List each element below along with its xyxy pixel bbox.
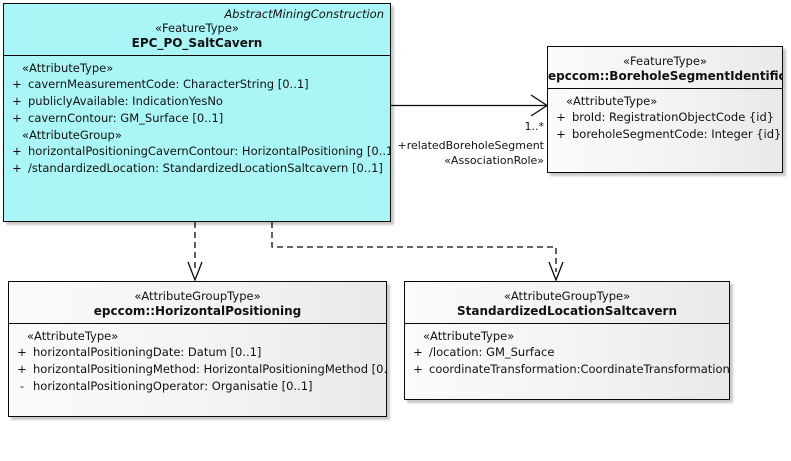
attribute-visibility: + bbox=[12, 94, 22, 108]
class-header-borehole-segment-identification: «FeatureType» epccom::BoreholeSegmentIde… bbox=[548, 47, 782, 88]
attribute-text: horizontalPositioningCavernContour: Hori… bbox=[28, 144, 391, 158]
attribute-text: horizontalPositioningMethod: HorizontalP… bbox=[33, 362, 387, 376]
class-box-epc-po-saltcavern[interactable]: AbstractMiningConstruction «FeatureType»… bbox=[3, 3, 391, 222]
attribute-visibility: + bbox=[12, 111, 22, 125]
attributes-compartment: «AttributeType» + /location: GM_Surface … bbox=[405, 324, 729, 382]
class-divider bbox=[405, 323, 729, 324]
attribute-visibility: + bbox=[413, 345, 423, 359]
attribute-visibility: - bbox=[19, 379, 25, 393]
class-name: StandardizedLocationSaltcavern bbox=[456, 304, 677, 318]
class-header-epc-po-saltcavern: «FeatureType» EPC_PO_SaltCavern bbox=[4, 21, 390, 55]
attribute-text: cavernContour: GM_Surface [0..1] bbox=[28, 111, 224, 125]
class-divider bbox=[9, 323, 386, 324]
class-divider bbox=[4, 55, 390, 56]
attribute-visibility: + bbox=[413, 362, 423, 376]
attribute-row[interactable]: + cavernMeasurementCode: CharacterString… bbox=[6, 76, 388, 93]
association-stereotype-label: «AssociationRole» bbox=[444, 154, 544, 167]
attribute-text: boreholeSegmentCode: Integer {id} bbox=[572, 127, 782, 141]
attributes-compartment: «AttributeType» + cavernMeasurementCode:… bbox=[4, 56, 390, 181]
attribute-row[interactable]: + coordinateTransformation:CoordinateTra… bbox=[407, 361, 730, 378]
class-stereotype: «FeatureType» bbox=[623, 54, 707, 68]
attribute-text: coordinateTransformation:CoordinateTrans… bbox=[429, 362, 730, 376]
class-stereotype: «AttributeGroupType» bbox=[503, 289, 631, 303]
attribute-text: broId: RegistrationObjectCode {id} bbox=[572, 110, 775, 124]
attribute-row[interactable]: + publiclyAvailable: IndicationYesNo bbox=[6, 93, 388, 110]
attribute-row[interactable]: - horizontalPositioningOperator: Organis… bbox=[11, 378, 384, 395]
attribute-visibility: + bbox=[12, 161, 22, 175]
attribute-text: /location: GM_Surface bbox=[429, 345, 555, 359]
attribute-row[interactable]: + broId: RegistrationObjectCode {id} bbox=[550, 109, 780, 126]
class-box-standardized-location-saltcavern[interactable]: «AttributeGroupType» StandardizedLocatio… bbox=[404, 281, 730, 400]
attribute-group-label: «AttributeType» bbox=[423, 329, 515, 343]
attribute-visibility: + bbox=[12, 144, 22, 158]
class-name: epccom::HorizontalPositioning bbox=[93, 304, 302, 318]
attribute-visibility: + bbox=[556, 110, 566, 124]
class-box-horizontal-positioning[interactable]: «AttributeGroupType» epccom::HorizontalP… bbox=[8, 281, 387, 417]
attribute-visibility: + bbox=[17, 345, 27, 359]
attribute-row[interactable]: + horizontalPositioningMethod: Horizonta… bbox=[11, 361, 387, 378]
attribute-group-label: «AttributeType» bbox=[27, 329, 119, 343]
attribute-visibility: + bbox=[556, 127, 566, 141]
class-package-label: AbstractMiningConstruction bbox=[224, 7, 384, 21]
attribute-group-label: «AttributeType» bbox=[566, 94, 658, 108]
attribute-visibility: + bbox=[12, 77, 22, 91]
attribute-text: horizontalPositioningDate: Datum [0..1] bbox=[33, 345, 262, 359]
attribute-text: publiclyAvailable: IndicationYesNo bbox=[28, 94, 223, 108]
association-role-label: +relatedBoreholeSegment bbox=[397, 139, 544, 152]
attribute-row[interactable]: + /location: GM_Surface bbox=[407, 344, 727, 361]
attribute-text: cavernMeasurementCode: CharacterString [… bbox=[28, 77, 309, 91]
attribute-row[interactable]: + cavernContour: GM_Surface [0..1] bbox=[6, 110, 388, 127]
attributes-compartment: «AttributeType» + broId: RegistrationObj… bbox=[548, 89, 782, 147]
attribute-visibility: + bbox=[17, 362, 27, 376]
attribute-row[interactable]: + horizontalPositioningCavernContour: Ho… bbox=[6, 143, 391, 160]
attribute-group-label: «AttributeType» bbox=[22, 61, 114, 75]
class-header-horizontal-positioning: «AttributeGroupType» epccom::HorizontalP… bbox=[9, 282, 386, 323]
attribute-row[interactable]: + boreholeSegmentCode: Integer {id} bbox=[550, 126, 782, 143]
class-stereotype: «AttributeGroupType» bbox=[134, 289, 261, 303]
class-name: EPC_PO_SaltCavern bbox=[131, 36, 263, 50]
attribute-text: horizontalPositioningOperator: Organisat… bbox=[33, 379, 313, 393]
class-name: epccom::BoreholeSegmentIdentification bbox=[548, 69, 782, 83]
attribute-group-label: «AttributeGroup» bbox=[22, 128, 122, 142]
attributes-compartment: «AttributeType» + horizontalPositioningD… bbox=[9, 324, 386, 399]
class-stereotype: «FeatureType» bbox=[155, 21, 239, 35]
association-multiplicity-label: 1..* bbox=[524, 120, 545, 133]
attribute-row[interactable]: + /standardizedLocation: StandardizedLoc… bbox=[6, 160, 388, 177]
class-box-borehole-segment-identification[interactable]: «FeatureType» epccom::BoreholeSegmentIde… bbox=[547, 46, 783, 173]
attribute-row[interactable]: + horizontalPositioningDate: Datum [0..1… bbox=[11, 344, 384, 361]
attribute-text: /standardizedLocation: StandardizedLocat… bbox=[28, 161, 383, 175]
class-header-standardized-location-saltcavern: «AttributeGroupType» StandardizedLocatio… bbox=[405, 282, 729, 323]
class-divider bbox=[548, 88, 782, 89]
